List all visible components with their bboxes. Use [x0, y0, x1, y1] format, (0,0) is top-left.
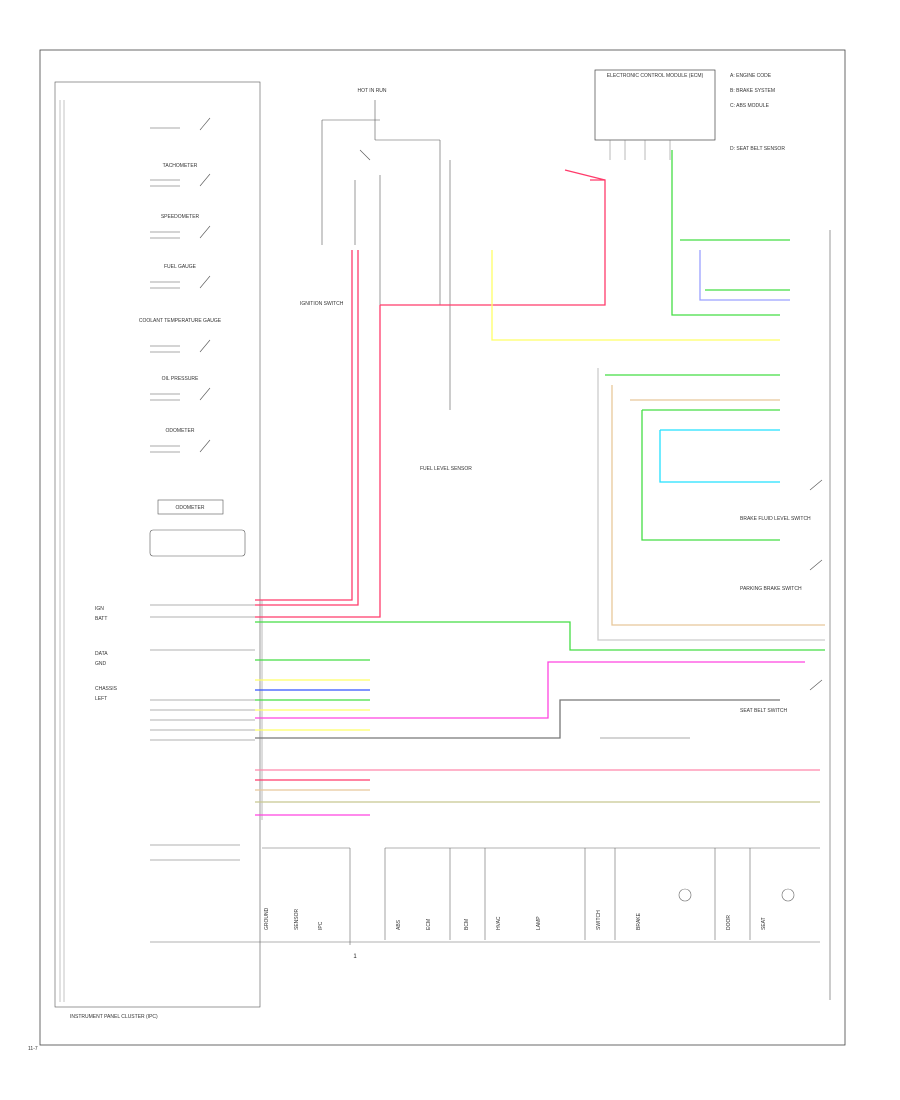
oil-label: OIL PRESSURE — [162, 376, 199, 382]
svg-text:BRAKE: BRAKE — [636, 912, 642, 930]
wire-tan — [611, 385, 825, 626]
wire-red-a — [255, 250, 353, 601]
svg-text:HVAC: HVAC — [496, 916, 502, 930]
cluster-frame — [54, 81, 261, 1008]
page-border — [39, 49, 846, 1046]
svg-text:IGN: IGN — [95, 606, 104, 612]
ign-node: HOT IN RUN — [357, 88, 386, 94]
fuel-label: FUEL GAUGE — [164, 264, 197, 270]
tach-label: TACHOMETER — [163, 163, 198, 169]
mid-ref: 1 — [353, 954, 357, 960]
wire-green-long — [255, 621, 825, 651]
seatbelt: SEAT BELT SWITCH — [740, 708, 788, 714]
ecm-pins — [609, 140, 671, 160]
svg-text:GROUND: GROUND — [264, 907, 270, 930]
svg-text:LEFT: LEFT — [95, 696, 107, 702]
svg-text:A: ENGINE CODE: A: ENGINE CODE — [730, 73, 772, 79]
gauge-group — [149, 117, 246, 557]
svg-text:CHASSIS: CHASSIS — [95, 686, 118, 692]
svg-text:ABS: ABS — [396, 919, 402, 930]
svg-text:IPC: IPC — [318, 921, 324, 930]
wire-gray — [597, 368, 825, 641]
svg-text:BATT: BATT — [95, 616, 107, 622]
left-legend: IGN BATT DATA GND CHASSIS LEFT — [95, 606, 118, 702]
svg-text:DATA: DATA — [95, 651, 108, 657]
bottom-modules — [150, 847, 820, 945]
svg-text:SEAT: SEAT — [761, 917, 767, 930]
ecm-box — [594, 69, 716, 141]
ignition-switch: IGNITION SWITCH — [300, 301, 344, 307]
svg-text:SENSOR: SENSOR — [294, 908, 300, 930]
svg-text:DOOR: DOOR — [726, 915, 732, 930]
temp-label: COOLANT TEMPERATURE GAUGE — [139, 318, 222, 324]
cluster-name: INSTRUMENT PANEL CLUSTER (IPC) — [70, 1014, 158, 1020]
wire-yellow-top — [491, 250, 780, 341]
svg-text:C: ABS MODULE: C: ABS MODULE — [730, 103, 770, 109]
odo-box-label: ODOMETER — [176, 505, 205, 511]
bottom-labels: GROUND SENSOR IPC ABS ECM BCM HVAC LAMP … — [264, 907, 767, 930]
odo-label: ODOMETER — [166, 428, 195, 434]
legend-block: A: ENGINE CODE B: BRAKE SYSTEM C: ABS MO… — [730, 73, 785, 152]
svg-text:ECM: ECM — [426, 919, 432, 930]
wire-pink-main — [255, 661, 805, 719]
svg-text:BCM: BCM — [464, 919, 470, 930]
fuel-sender: FUEL LEVEL SENSOR — [420, 466, 472, 472]
ecm-label: ELECTRONIC CONTROL MODULE (ECM) — [607, 73, 704, 79]
svg-text:GND: GND — [95, 661, 107, 667]
page-code: 11-7 — [28, 1046, 38, 1052]
park-brake: PARKING BRAKE SWITCH — [740, 586, 802, 592]
svg-text:SWITCH: SWITCH — [596, 910, 602, 930]
right-switches — [600, 230, 831, 1000]
fuse-area — [321, 100, 451, 410]
svg-text:B: BRAKE SYSTEM: B: BRAKE SYSTEM — [730, 88, 775, 94]
svg-text:D: SEAT BELT SENSOR: D: SEAT BELT SENSOR — [730, 146, 785, 152]
connector-lines — [150, 604, 255, 861]
wire-red-c — [255, 305, 381, 618]
wire-red-sensor — [564, 169, 606, 181]
wires — [255, 150, 825, 816]
wire-red-b — [255, 250, 359, 606]
svg-text:LAMP: LAMP — [536, 916, 542, 930]
wire-green-ecm — [671, 150, 780, 316]
brake-fluid: BRAKE FLUID LEVEL SWITCH — [740, 516, 811, 522]
speedo-label: SPEEDOMETER — [161, 214, 200, 220]
